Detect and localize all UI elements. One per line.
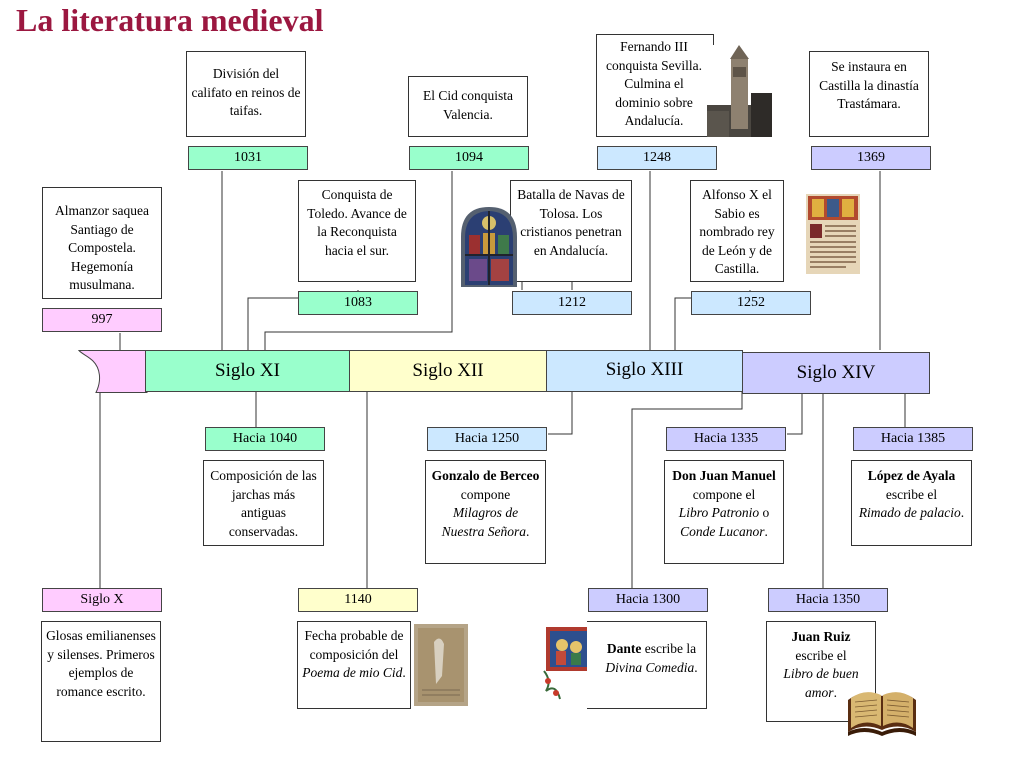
h1335-mid: o xyxy=(759,505,770,520)
event-997-date: 997 xyxy=(42,308,162,332)
event-1140-note: Fecha probable de composición del Poema … xyxy=(297,621,411,709)
event-h1385-note: López de Ayala escribe el Rimado de pala… xyxy=(851,460,972,546)
event-1031-date: 1031 xyxy=(188,146,308,170)
page-title: La literatura medieval xyxy=(16,2,324,38)
event-h1350-date: Hacia 1350 xyxy=(768,588,888,612)
h1385-verb: escribe el xyxy=(885,486,938,502)
event-1094-note: El Cid conquista Valencia. xyxy=(408,76,528,137)
event-siglox-date: Siglo X xyxy=(42,588,162,612)
event-997-note: Almanzor saquea Santiago de Compostela. … xyxy=(42,187,162,299)
e1140-t1: Fecha probable de composición del xyxy=(304,628,404,662)
h1350-end: . xyxy=(833,684,837,700)
event-1083-note: Conquista de Toledo. Avance de la Reconq… xyxy=(298,180,416,282)
event-1031-note: División del califato en reinos de taifa… xyxy=(186,51,306,137)
timeline-start-cap xyxy=(77,350,148,393)
event-1369-date: 1369 xyxy=(811,146,931,170)
century-xii: Siglo XII xyxy=(349,350,547,392)
h1250-end: . xyxy=(526,523,530,539)
event-1252-note: Alfonso X el Sabio es nombrado rey de Le… xyxy=(690,180,784,282)
event-h1300-note: Dante escribe la Divina Comedia. xyxy=(587,621,707,709)
h1350-author: Juan Ruiz xyxy=(791,629,851,644)
event-h1335-note: Don Juan Manuel compone el Libro Patroni… xyxy=(664,460,784,564)
event-1083-date: 1083 xyxy=(298,291,418,315)
event-h1040-note: Composición de las jarchas más antiguas … xyxy=(203,460,324,546)
open-book-image xyxy=(846,682,918,740)
event-h1300-date: Hacia 1300 xyxy=(588,588,708,612)
century-xi: Siglo XI xyxy=(145,350,350,392)
event-1140-date: 1140 xyxy=(298,588,418,612)
cid-manuscript-image xyxy=(414,624,468,706)
h1385-author: López de Ayala xyxy=(867,468,956,483)
h1350-work: Libro de buen amor xyxy=(783,666,859,700)
h1335-work2: Conde Lucanor xyxy=(680,523,765,539)
event-h1350-note: Juan Ruiz escribe el Libro de buen amor. xyxy=(766,621,876,722)
e1140-t2: Poema de mio Cid xyxy=(302,665,403,680)
event-1248-date: 1248 xyxy=(597,146,717,170)
h1300-verb: escribe la xyxy=(641,641,697,656)
stained-glass-image xyxy=(459,205,519,287)
h1250-author: Gonzalo de Berceo xyxy=(431,468,540,483)
century-xiii: Siglo XIII xyxy=(546,350,743,392)
h1335-author: Don Juan Manuel xyxy=(672,468,776,483)
event-h1335-date: Hacia 1335 xyxy=(666,427,786,451)
h1350-verb: escribe el xyxy=(795,647,847,663)
event-1212-date: 1212 xyxy=(512,291,632,315)
event-1369-note: Se instaura en Castilla la dinastía Tras… xyxy=(809,51,929,137)
event-h1385-date: Hacia 1385 xyxy=(853,427,973,451)
event-1252-date: 1252 xyxy=(691,291,811,315)
manuscript-image xyxy=(806,194,860,274)
giralda-image xyxy=(707,45,772,137)
h1335-verb: compone el xyxy=(692,486,756,502)
h1250-work: Milagros de Nuestra Señora xyxy=(441,505,526,539)
h1335-work1: Libro Patronio xyxy=(678,505,760,520)
h1300-author: Dante xyxy=(606,641,642,656)
h1250-verb: compone xyxy=(460,486,511,502)
event-1248-note: Fernando III conquista Sevilla. Culmina … xyxy=(596,34,714,137)
h1335-end: . xyxy=(764,523,768,539)
event-siglox-note: Glosas emilianenses y silenses. Primeros… xyxy=(41,621,161,742)
century-xiv: Siglo XIV xyxy=(742,352,930,394)
e1140-t3: . xyxy=(402,665,406,680)
h1300-work: Divina Comedia xyxy=(605,659,695,675)
h1300-end: . xyxy=(694,659,698,675)
h1385-work: Rimado de palacio xyxy=(858,505,961,520)
event-h1250-note: Gonzalo de Berceo compone Milagros de Nu… xyxy=(425,460,546,564)
event-h1040-date: Hacia 1040 xyxy=(205,427,325,451)
event-1212-note: Batalla de Navas de Tolosa. Los cristian… xyxy=(510,180,632,282)
event-h1250-date: Hacia 1250 xyxy=(427,427,547,451)
event-1094-date: 1094 xyxy=(409,146,529,170)
h1385-end: . xyxy=(960,505,965,520)
